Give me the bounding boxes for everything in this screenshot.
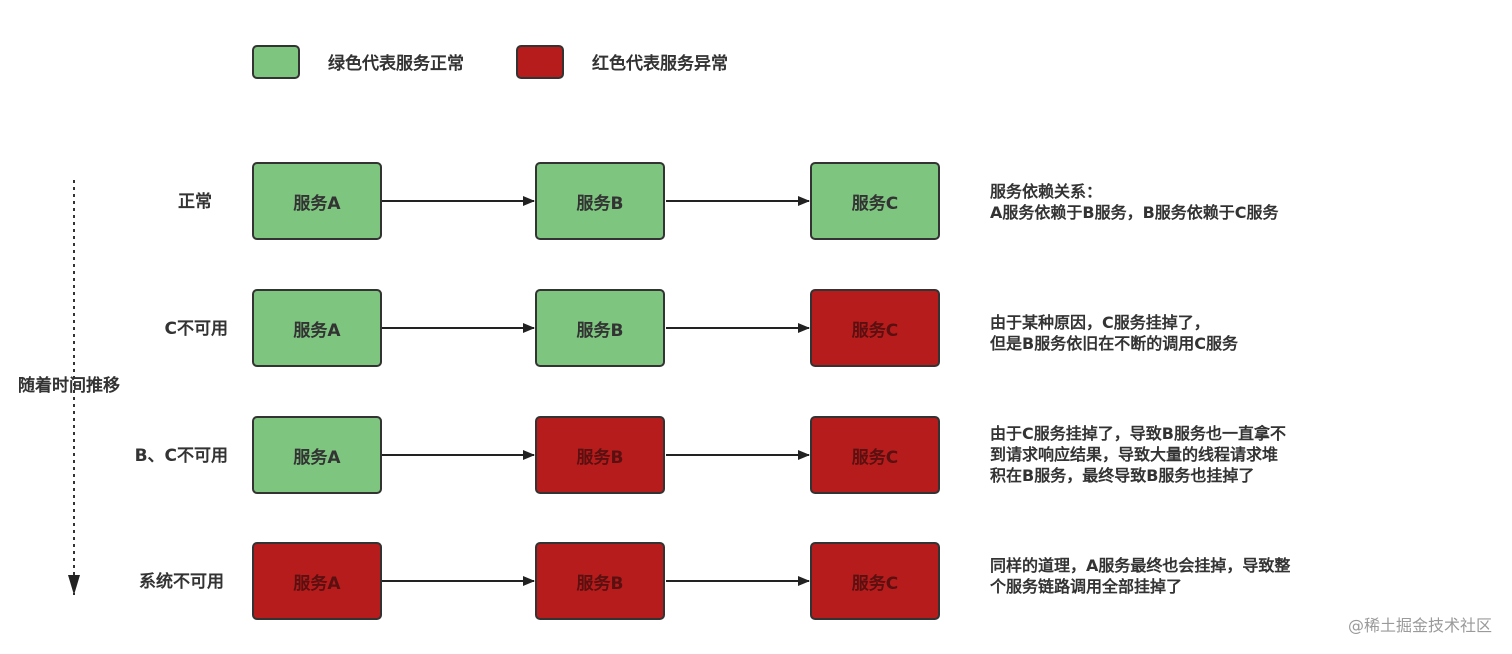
row-label-1: C不可用 [164,319,228,339]
service-box-c-row-1: 服务C [810,289,940,367]
service-box-c-row-0: 服务C [810,162,940,240]
legend-abnormal-swatch [516,45,564,79]
service-box-a-row-2: 服务A [252,416,382,494]
row-label-3: 系统不可用 [139,572,224,592]
row-description-2: 由于C服务挂掉了，导致B服务也一直拿不 到请求响应结果，导致大量的线程请求堆 积… [990,424,1286,485]
legend-normal-swatch [252,45,300,79]
timeline-arrow-head [68,575,80,595]
legend-abnormal-label: 红色代表服务异常 [592,54,728,74]
row-description-1: 由于某种原因，C服务挂掉了， 但是B服务依旧在不断的调用C服务 [990,313,1238,353]
service-box-b-row-3: 服务B [535,542,665,620]
watermark: @稀土掘金技术社区 [1347,616,1492,635]
row-label-2: B、C不可用 [134,446,228,466]
legend-normal-label: 绿色代表服务正常 [328,54,464,74]
service-box-a-row-1: 服务A [252,289,382,367]
service-box-b-row-1: 服务B [535,289,665,367]
service-box-a-row-0: 服务A [252,162,382,240]
row-description-3: 同样的道理，A服务最终也会挂掉，导致整 个服务链路调用全部挂掉了 [990,556,1291,596]
service-box-a-row-3: 服务A [252,542,382,620]
row-description-0: 服务依赖关系： A服务依赖于B服务，B服务依赖于C服务 [990,182,1279,222]
service-box-b-row-0: 服务B [535,162,665,240]
arrow-layer [382,196,810,586]
service-box-b-row-2: 服务B [535,416,665,494]
service-box-c-row-2: 服务C [810,416,940,494]
timeline-label: 随着时间推移 [18,376,120,396]
row-label-0: 正常 [178,192,212,212]
service-box-c-row-3: 服务C [810,542,940,620]
